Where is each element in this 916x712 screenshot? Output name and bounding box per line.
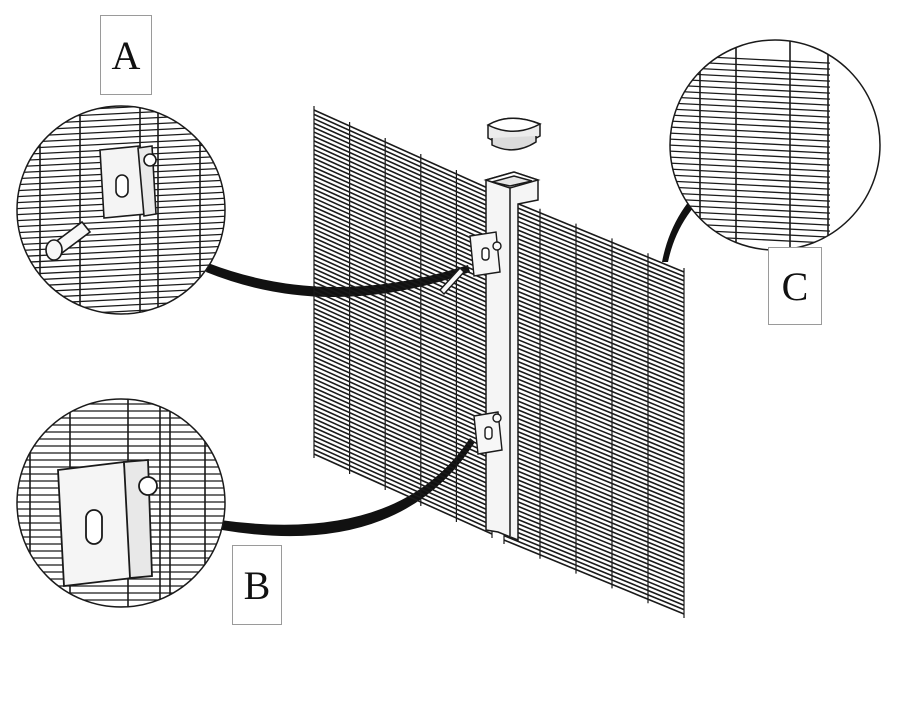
- bolt-icon: [439, 241, 502, 423]
- detail-circle-c: [669, 39, 881, 251]
- leader-line-a: [206, 263, 470, 297]
- detail-circle-b: [16, 398, 226, 608]
- callout-label-a: A: [100, 15, 152, 95]
- clamp-bracket-icon: [469, 231, 503, 455]
- clamp-bracket-icon: [57, 459, 158, 588]
- clamp-bracket-icon: [99, 145, 157, 219]
- fence-panel-right: [503, 194, 685, 618]
- detail-circle-a: [16, 105, 226, 315]
- leader-line-b: [220, 438, 475, 537]
- callout-label-b: B: [232, 545, 282, 625]
- bolt-icon: [45, 220, 92, 261]
- fence-panel-left: [313, 106, 493, 538]
- callout-label-c: C: [768, 247, 822, 325]
- post-cap-icon: [486, 117, 542, 151]
